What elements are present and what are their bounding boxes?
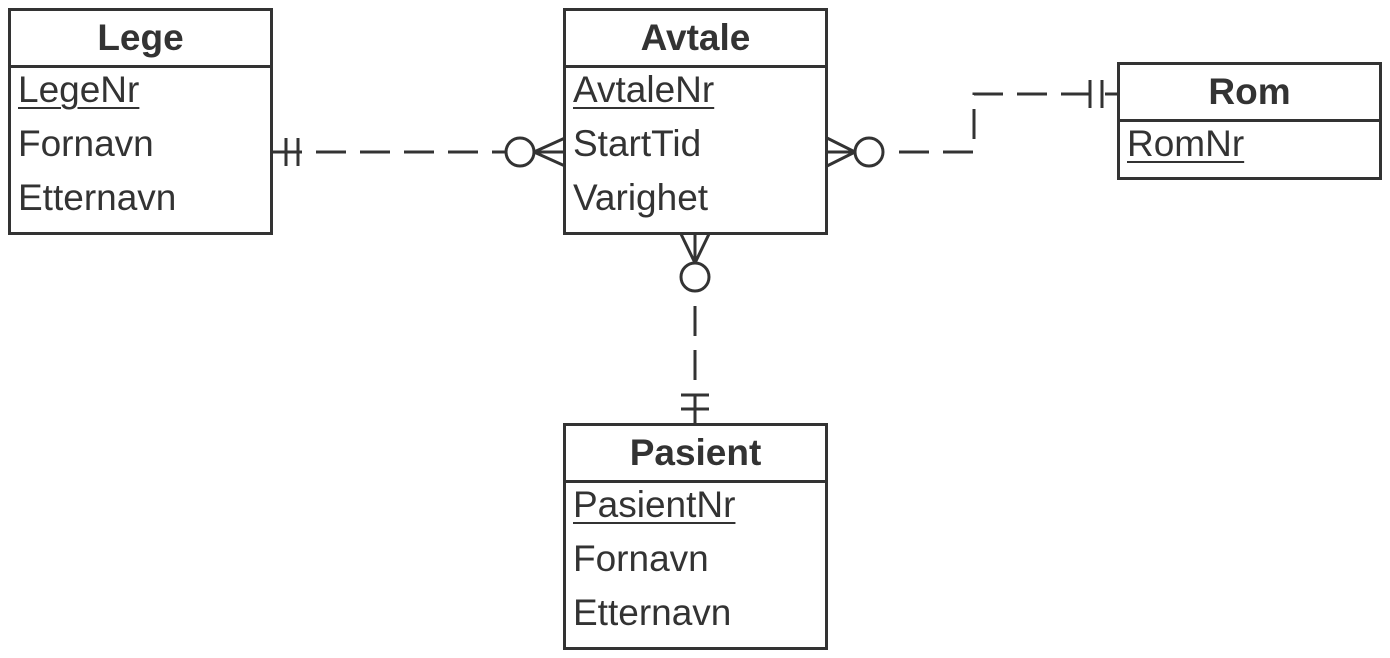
attribute-romnr: RomNr [1127, 123, 1245, 164]
attribute-legenr: LegeNr [18, 69, 140, 110]
entity-rom[interactable]: Rom RomNr [1117, 62, 1382, 180]
attribute-avtalenr: AvtaleNr [573, 69, 715, 110]
attribute-fornavn: Fornavn [573, 538, 709, 579]
entity-lege-title: Lege [11, 11, 270, 68]
entity-avtale[interactable]: Avtale AvtaleNr StartTid Varighet [563, 8, 828, 235]
entity-rom-title: Rom [1120, 65, 1379, 122]
entity-avtale-title: Avtale [566, 11, 825, 68]
entity-pasient-title: Pasient [566, 426, 825, 483]
relationship-avtale-pasient [679, 233, 711, 425]
attribute-pasientnr: PasientNr [573, 484, 736, 525]
entity-pasient[interactable]: Pasient PasientNr Fornavn Etternavn [563, 423, 828, 650]
entity-lege[interactable]: Lege LegeNr Fornavn Etternavn [8, 8, 273, 235]
relationship-lege-avtale [272, 136, 566, 168]
attribute-etternavn: Etternavn [573, 592, 732, 633]
attribute-fornavn: Fornavn [18, 123, 154, 164]
attribute-starttid: StartTid [573, 123, 702, 164]
relationship-avtale-rom [826, 80, 1118, 168]
attribute-varighet: Varighet [573, 177, 709, 218]
attribute-etternavn: Etternavn [18, 177, 177, 218]
